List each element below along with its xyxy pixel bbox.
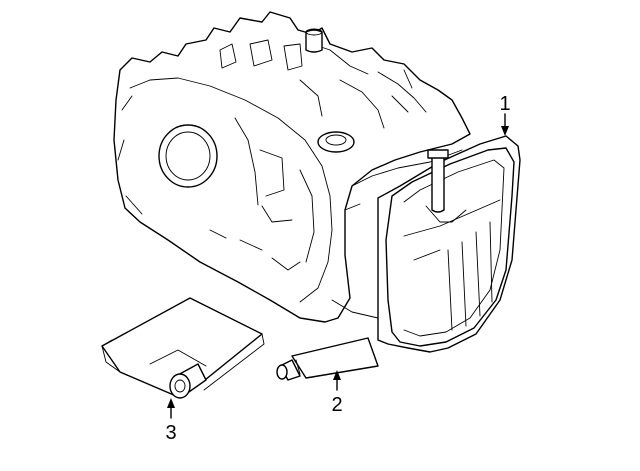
callout-2: 2	[331, 394, 342, 416]
case-outline	[113, 11, 471, 323]
pan-body	[385, 147, 515, 347]
leaders	[167, 113, 509, 419]
oil-pan	[377, 135, 521, 353]
transmission-case	[113, 11, 471, 323]
sealant-tube	[276, 337, 379, 381]
converter-opening	[158, 124, 218, 188]
callout-1: 1	[499, 93, 510, 115]
dipstick-tube	[431, 153, 445, 213]
fluid-container	[101, 297, 265, 399]
callout-3: 3	[165, 422, 176, 444]
bell-housing-rim	[129, 77, 333, 303]
case-boss	[317, 131, 355, 153]
